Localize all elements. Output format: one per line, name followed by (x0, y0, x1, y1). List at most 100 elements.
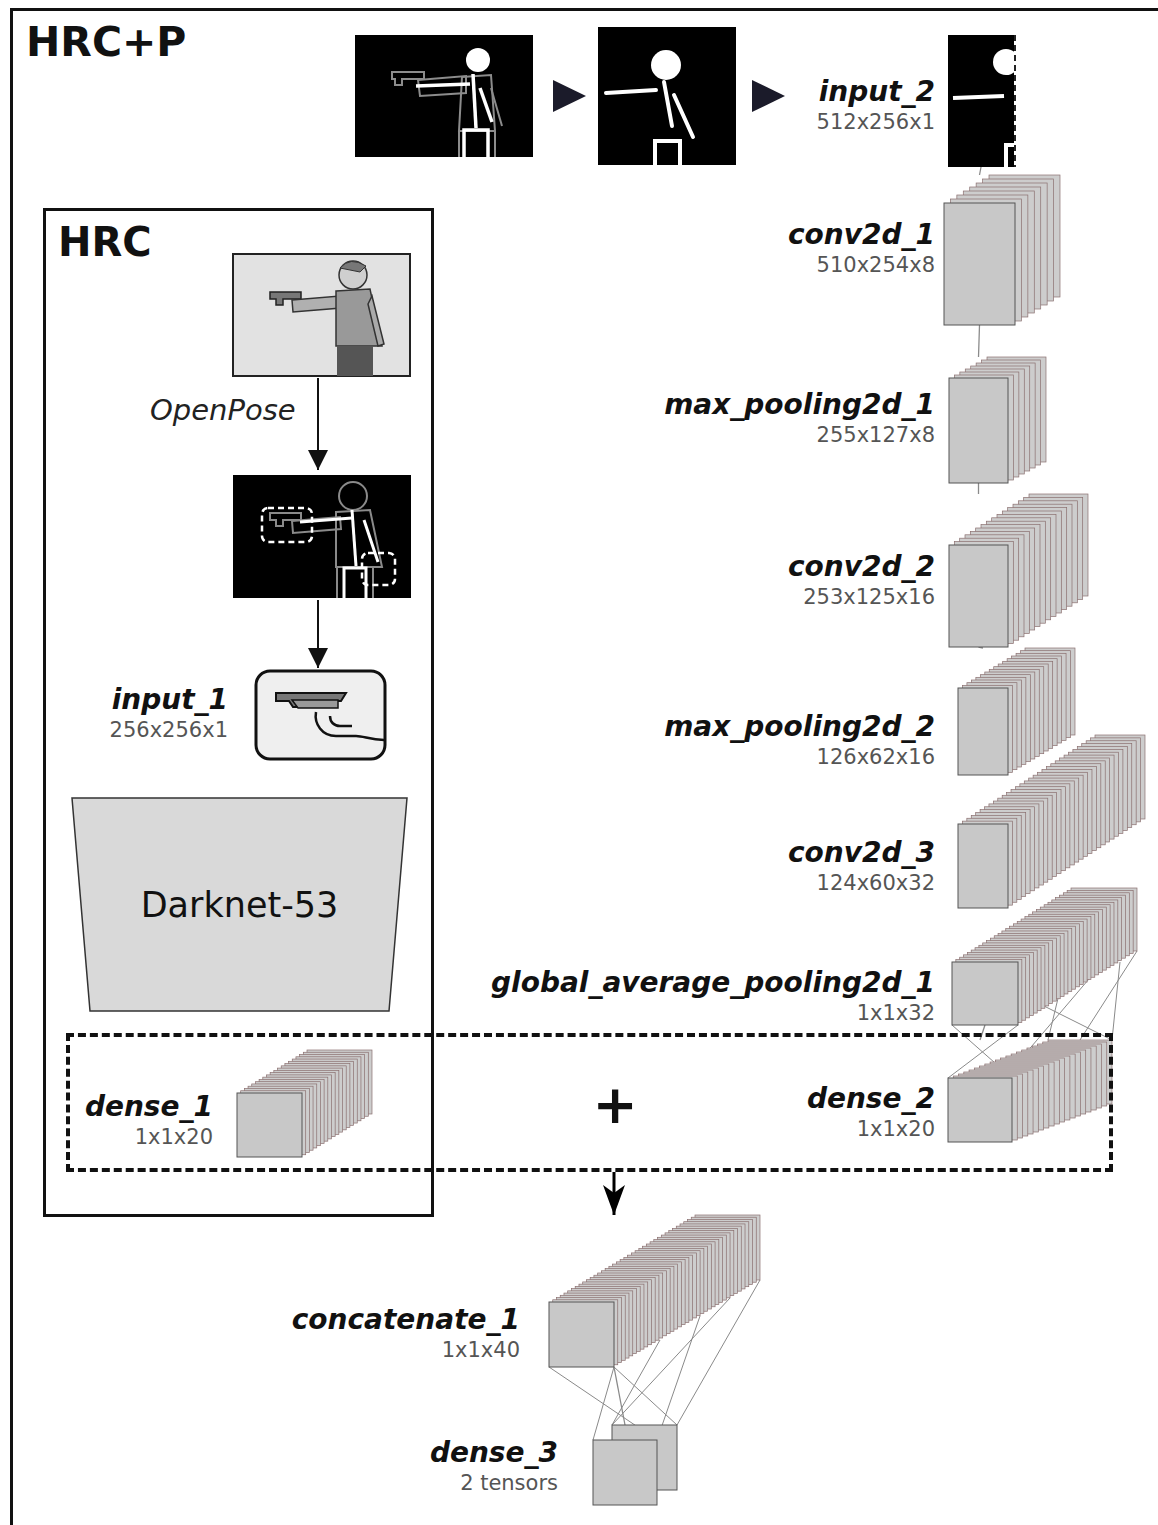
step-label: OpenPose (150, 393, 296, 427)
feature-map-stack (549, 1215, 760, 1367)
pose-overlay-image (262, 508, 312, 542)
pose-overlay-image (364, 520, 378, 562)
layer-stack: conv2d_1510x254x8 (944, 175, 1060, 325)
skeleton-image (664, 82, 672, 126)
pose-photo (466, 48, 490, 72)
input-crop: input_1256x256x1 (255, 670, 386, 760)
pose-photo (480, 88, 492, 122)
layer-shape: 256x256x1 (110, 717, 228, 743)
pose-photo (355, 35, 533, 157)
layer-label: conv2d_1510x254x8 (788, 218, 935, 278)
merge-box: + (66, 1033, 1113, 1172)
layer-name: max_pooling2d_2 (664, 710, 935, 744)
person-photo (233, 254, 410, 376)
feature-map-stack (237, 1050, 372, 1157)
layer-shape: 124x60x32 (788, 870, 935, 896)
flow-triangle (553, 80, 586, 112)
layer-label: dense_11x1x20 (85, 1090, 213, 1150)
pose-overlay-image (339, 482, 367, 510)
person-photo (292, 296, 341, 312)
dense-connections (549, 951, 1137, 1440)
layer-stack: max_pooling2d_1255x127x8 (949, 357, 1046, 483)
person-photo (337, 346, 373, 376)
feature-map (952, 962, 1018, 1025)
pose-overlay-image (352, 510, 356, 566)
layer-shape: 253x125x16 (788, 584, 935, 610)
layer-label: conv2d_3124x60x32 (788, 836, 935, 896)
block-name: Darknet-53 (141, 884, 339, 926)
layer-name: input_2 (817, 75, 935, 109)
tensor (593, 1440, 657, 1505)
layer-name: dense_2 (807, 1082, 935, 1116)
pose-overlay-image (362, 553, 395, 585)
layer-label: dense_32 tensors (430, 1436, 558, 1496)
connector-layer (614, 167, 985, 1425)
layer-link (980, 167, 982, 175)
layer-shape: 512x256x1 (817, 109, 935, 135)
hand-crop-icon (256, 671, 385, 759)
feature-map-stack (952, 888, 1137, 1025)
layer-stack: conv2d_2253x125x16 (949, 494, 1088, 647)
feature-map-stack (948, 1040, 1112, 1142)
layer-name: input_1 (110, 683, 228, 717)
layer-stack: dense_21x1x20 (948, 1040, 1112, 1142)
pose-photo (416, 84, 470, 86)
layer-name: global_average_pooling2d_1 (491, 966, 935, 1000)
layer-label: max_pooling2d_1255x127x8 (664, 388, 935, 448)
layer-name: dense_1 (85, 1090, 213, 1124)
dense-connections (593, 1367, 614, 1440)
layer-stack: conv2d_3124x60x32 (958, 735, 1145, 908)
hand-crop-icon (276, 693, 346, 707)
layer-label: input_2512x256x1 (817, 75, 935, 135)
pose-photo (355, 35, 533, 157)
section-title: HRC (58, 222, 152, 262)
dense-connections (614, 1367, 677, 1425)
layer-stack: global_average_pooling2d_11x1x32 (952, 888, 1137, 1025)
skeleton-image (606, 90, 656, 93)
hand-crop-icon (256, 671, 385, 759)
layer-name: max_pooling2d_1 (664, 388, 935, 422)
feature-map-stack (944, 175, 1060, 325)
layer-link (979, 325, 980, 357)
person-photo (340, 261, 366, 272)
cropped-skeleton (953, 96, 1004, 98)
feature-map-stack (949, 494, 1088, 647)
layer-link (978, 483, 979, 494)
layer-shape: 126x62x16 (664, 744, 935, 770)
cropped-skeleton (1014, 35, 1016, 167)
feature-map (958, 688, 1008, 775)
layer-name: conv2d_1 (788, 218, 935, 252)
pose-overlay-image (337, 567, 373, 598)
layer-shape: 1x1x20 (85, 1124, 213, 1150)
layer-label: concatenate_11x1x40 (292, 1303, 520, 1363)
cropped-skeleton (953, 96, 1015, 167)
skeleton-image (674, 95, 693, 137)
layer-shape: 1x1x32 (491, 1000, 935, 1026)
pose-overlay-image (270, 482, 382, 598)
cropped-skeleton (1014, 35, 1016, 167)
skeleton-image (651, 50, 681, 80)
pose-overlay-image (262, 508, 395, 585)
pose-photo (473, 74, 476, 128)
cropped-skeleton (948, 35, 1020, 167)
pose-overlay-image (270, 513, 301, 526)
feature-map (949, 545, 1008, 647)
layer-shape: 2 tensors (430, 1470, 558, 1496)
layer-stack: dense_11x1x20 (237, 1050, 372, 1157)
layer-label: global_average_pooling2d_11x1x32 (491, 966, 935, 1026)
person-photo (233, 254, 410, 376)
layer-shape: 1x1x40 (292, 1337, 520, 1363)
layer-label: dense_21x1x20 (807, 1082, 935, 1142)
layer-name: conv2d_3 (788, 836, 935, 870)
section-title: HRC+P (26, 22, 186, 63)
layer-shape: 255x127x8 (664, 422, 935, 448)
plus-sign: + (592, 1078, 637, 1132)
layer-link (614, 1367, 625, 1425)
hand-crop-icon (292, 700, 338, 708)
skeleton-image (655, 141, 680, 165)
process-arrow (317, 378, 319, 470)
person-photo (339, 261, 367, 289)
feature-map (944, 203, 1015, 325)
feature-map (949, 378, 1008, 483)
process-arrow (317, 600, 319, 668)
